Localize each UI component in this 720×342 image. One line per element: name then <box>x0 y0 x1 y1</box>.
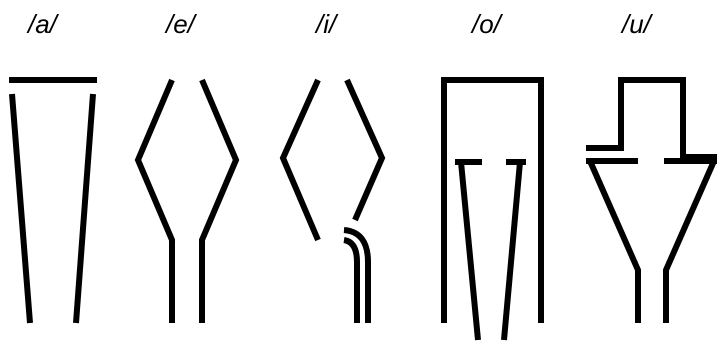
vowel-a-label: /a/ <box>26 9 60 39</box>
vowel-u-label: /u/ <box>620 9 654 39</box>
vowel-a-figure: /a/ <box>9 9 97 323</box>
vowel-e-figure: /e/ <box>138 9 236 323</box>
vowel-i-figure: /i/ <box>283 9 382 323</box>
vowel-e-tube <box>138 80 236 323</box>
vowel-o-tube <box>444 80 541 340</box>
vowel-i-tube <box>283 80 382 323</box>
vowel-i-label: /i/ <box>314 9 339 39</box>
vowel-e-label: /e/ <box>164 9 198 39</box>
vowel-u-tube <box>586 80 717 323</box>
vowel-a-tube <box>9 80 97 323</box>
vowel-u-figure: /u/ <box>586 9 717 323</box>
vowel-o-figure: /o/ <box>444 9 541 340</box>
vowel-o-label: /o/ <box>470 9 504 39</box>
